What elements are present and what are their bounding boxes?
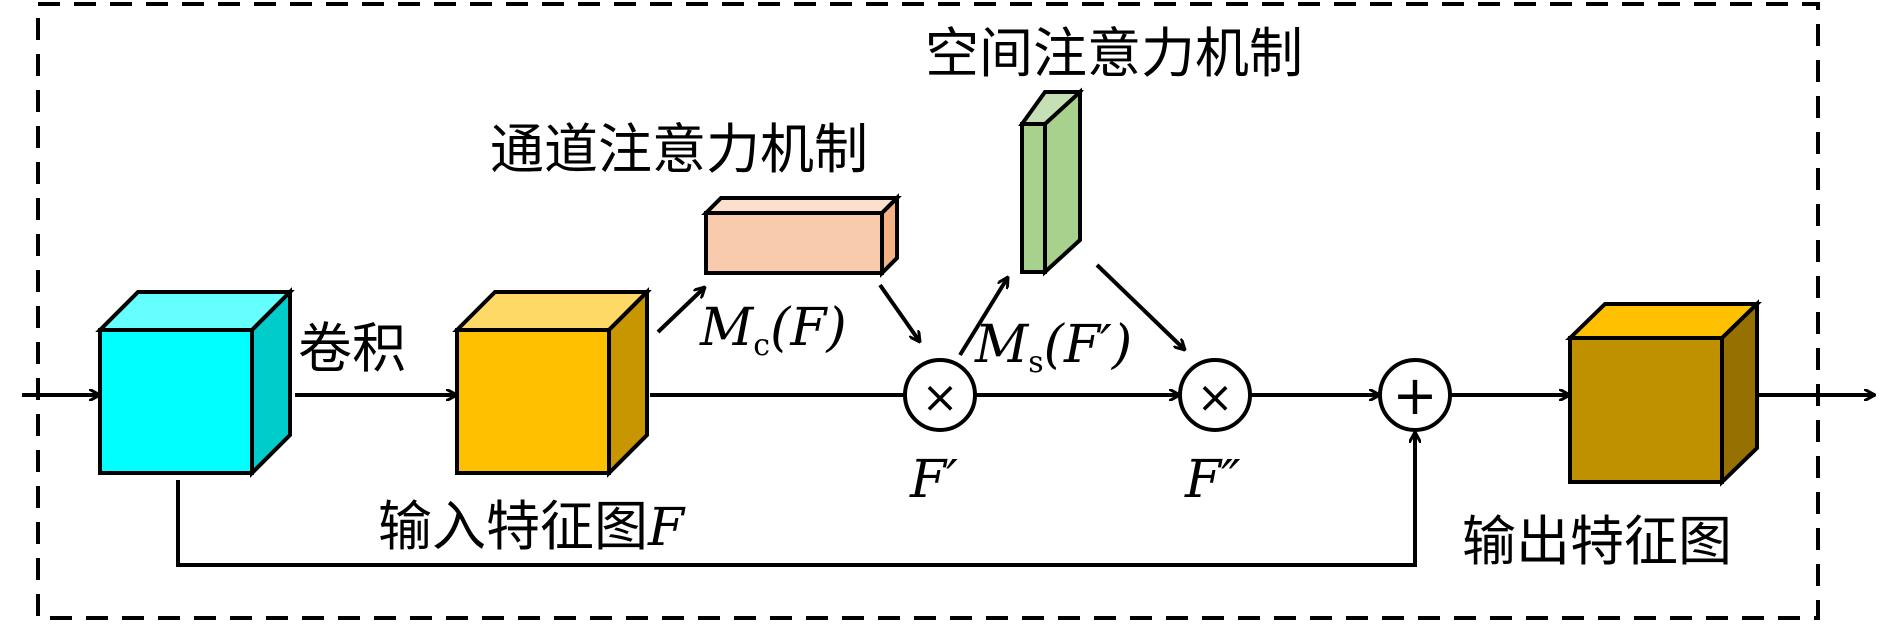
channel-map-symbol: M bbox=[699, 298, 755, 358]
channel-attention-label: 通道注意力机制 bbox=[490, 118, 868, 181]
multiply-operator-1: × bbox=[903, 358, 977, 432]
flow-lines bbox=[22, 395, 1875, 567]
module-border bbox=[36, 2, 1820, 620]
input-feature-symbol: F bbox=[647, 498, 686, 558]
spatial-attention-map-label: Ms(F′) bbox=[974, 315, 1132, 380]
multiply-symbol: × bbox=[922, 372, 959, 423]
input-feature-map-text: 输入特征图 bbox=[378, 495, 648, 558]
block-top-face bbox=[701, 196, 902, 215]
residual-connection bbox=[176, 432, 1415, 567]
multiply-operator-2: × bbox=[1178, 358, 1252, 432]
output-feature-map-label: 输出特征图 bbox=[1462, 510, 1732, 573]
output-feature-map-cube bbox=[1565, 299, 1762, 487]
spatial-map-subscript: s bbox=[1028, 345, 1043, 380]
cube-front-face bbox=[98, 328, 254, 475]
to-spatial-attention-arrow bbox=[958, 277, 1010, 357]
multiply-symbol: × bbox=[1197, 372, 1234, 423]
input-feature-map-cube bbox=[452, 287, 652, 478]
cube-front-face bbox=[1568, 336, 1724, 484]
to-channel-attention-arrow bbox=[656, 287, 705, 334]
block-front-face bbox=[704, 211, 884, 275]
f-double-prime-label: F″ bbox=[1184, 450, 1241, 510]
channel-attention-block bbox=[701, 193, 902, 278]
from-spatial-attention-arrow bbox=[1095, 263, 1185, 350]
add-symbol: + bbox=[1392, 364, 1437, 427]
conv-label: 卷积 bbox=[298, 317, 406, 380]
spatial-map-argument: (F′) bbox=[1044, 315, 1132, 375]
channel-map-subscript: c bbox=[753, 328, 770, 363]
add-operator: + bbox=[1378, 358, 1452, 432]
input-feature-map-label: 输入特征图F bbox=[378, 495, 686, 558]
channel-map-argument: (F) bbox=[770, 298, 847, 358]
spatial-attention-label: 空间注意力机制 bbox=[925, 22, 1303, 85]
f-prime-label: F′ bbox=[909, 450, 958, 510]
attention-arrows bbox=[656, 263, 1185, 357]
cube-front-face bbox=[455, 328, 611, 475]
from-channel-attention-arrow bbox=[878, 283, 920, 342]
input-block-cube bbox=[95, 287, 295, 478]
cube-side-face bbox=[1720, 299, 1759, 487]
channel-attention-map-label: Mc(F) bbox=[699, 298, 847, 363]
spatial-map-symbol: M bbox=[974, 315, 1030, 375]
block-side-face bbox=[880, 193, 899, 278]
block-front-face bbox=[1020, 122, 1047, 274]
block-side-face bbox=[1043, 87, 1082, 277]
spatial-attention-block bbox=[1018, 87, 1084, 277]
